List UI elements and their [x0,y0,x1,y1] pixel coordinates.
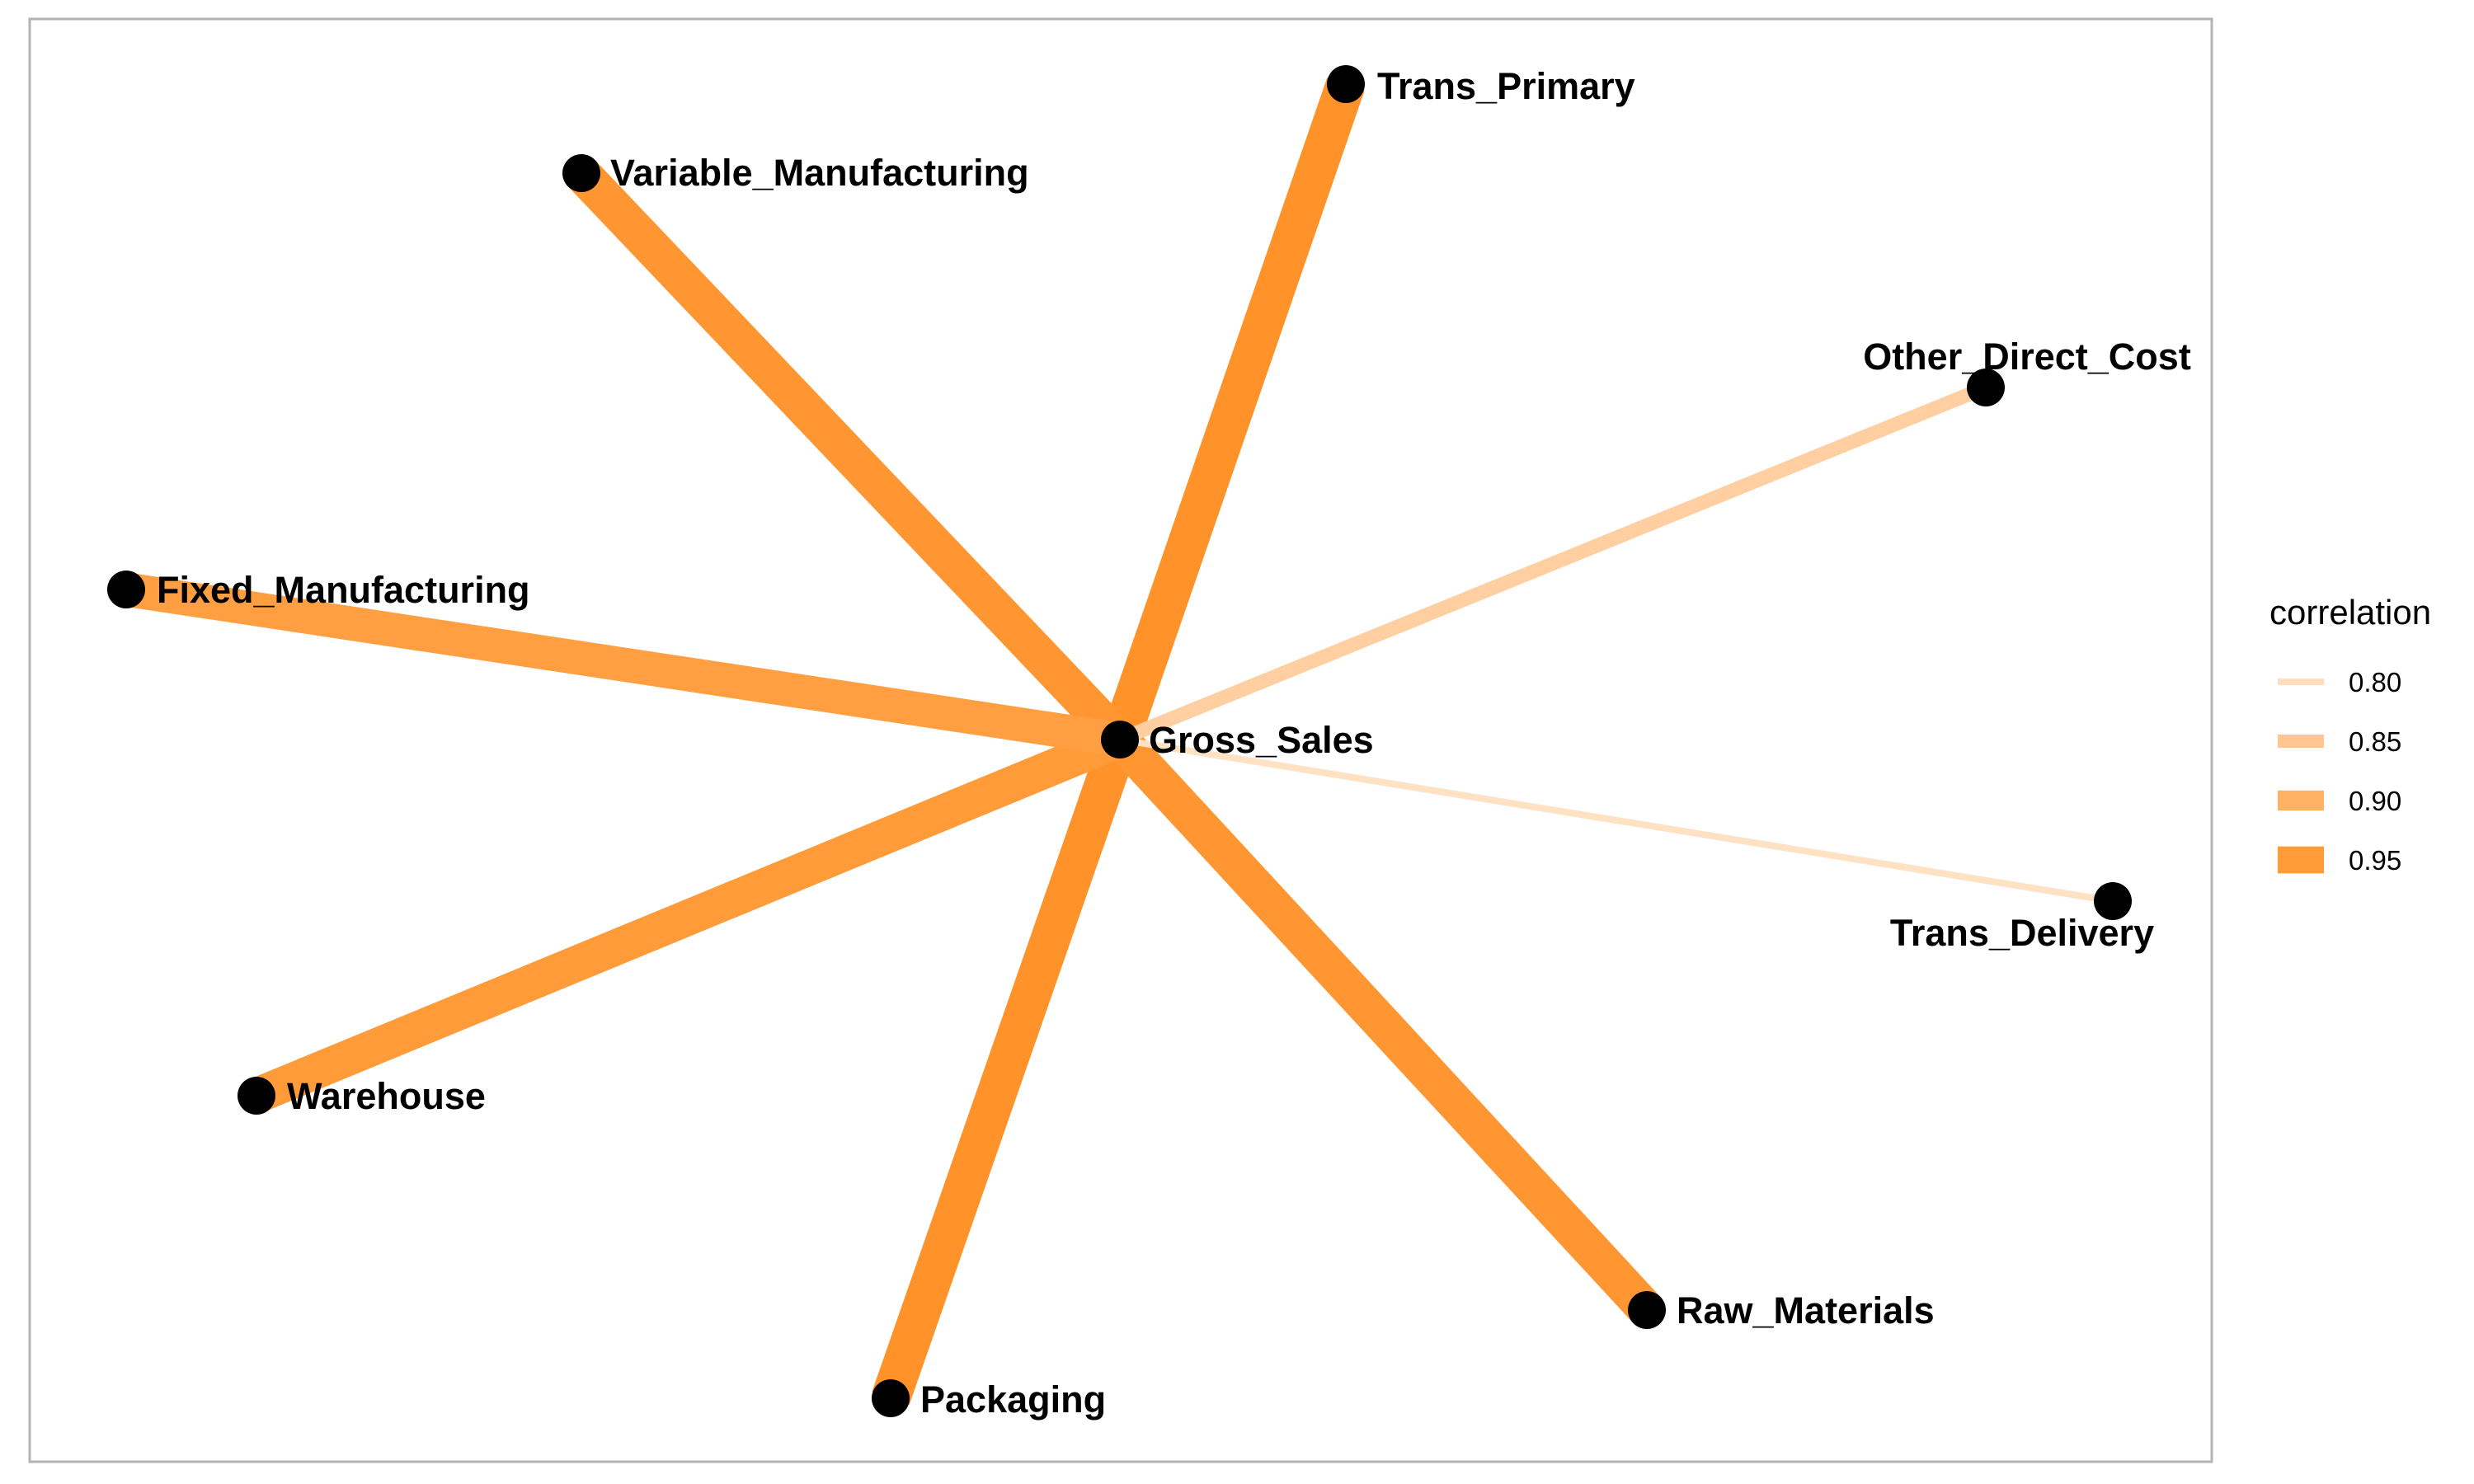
edge-Gross_Sales-Fixed_Manufacturing [123,572,1123,757]
legend-label-0.95: 0.95 [2349,845,2401,876]
edge-Gross_Sales-Trans_Delivery [1119,735,2114,905]
legend-key-0.85 [2278,734,2324,749]
node-label-Warehouse: Warehouse [287,1075,486,1117]
legend: correlation 0.80 0.85 0.90 0.95 [2269,593,2431,876]
edge-Gross_Sales-Variable_Manufacturing [567,160,1134,753]
node-Raw_Materials [1628,1291,1666,1329]
node-label-Raw_Materials: Raw_Materials [1677,1289,1935,1331]
node-label-Trans_Delivery: Trans_Delivery [1890,912,2154,954]
edge-Gross_Sales-Raw_Materials [1106,726,1661,1323]
node-label-Gross_Sales: Gross_Sales [1149,719,1374,761]
legend-items: 0.80 0.85 0.90 0.95 [2278,667,2401,876]
node-label-Fixed_Manufacturing: Fixed_Manufacturing [157,569,530,611]
legend-key-0.95 [2278,846,2324,874]
node-label-Packaging: Packaging [920,1378,1106,1421]
nodes-layer [107,65,2132,1417]
node-label-Variable_Manufacturing: Variable_Manufacturing [610,152,1029,194]
node-Packaging [872,1379,910,1417]
legend-key-0.90 [2278,790,2324,811]
node-Warehouse [238,1077,275,1115]
legend-title: correlation [2269,593,2431,632]
edge-Gross_Sales-Trans_Primary [1101,77,1365,746]
node-label-Trans_Primary: Trans_Primary [1377,65,1635,107]
legend-key-0.80 [2278,679,2324,685]
node-Gross_Sales [1101,721,1139,758]
legend-label-0.85: 0.85 [2349,726,2401,757]
edges-layer [123,77,2114,1405]
edge-Gross_Sales-Packaging [872,733,1139,1405]
node-label-Other_Direct_Cost: Other_Direct_Cost [1863,336,2191,378]
node-Other_Direct_Cost [1967,369,2005,406]
edge-Gross_Sales-Warehouse [249,722,1127,1113]
node-Trans_Delivery [2094,882,2132,920]
node-Trans_Primary [1327,65,1365,103]
node-Fixed_Manufacturing [107,571,145,608]
node-Variable_Manufacturing [562,154,600,192]
legend-label-0.80: 0.80 [2349,667,2401,697]
edge-Gross_Sales-Other_Direct_Cost [1117,381,1989,746]
labels-layer: Gross_Sales Trans_PrimaryVariable_Manufac… [157,65,2191,1421]
legend-label-0.90: 0.90 [2349,786,2401,816]
